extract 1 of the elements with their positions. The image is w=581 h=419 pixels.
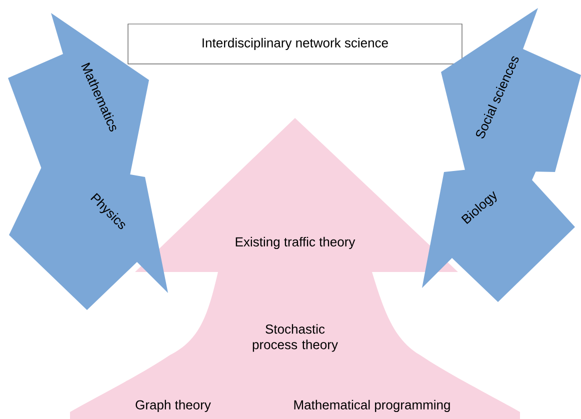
title-box: Interdisciplinary network science <box>128 24 462 64</box>
